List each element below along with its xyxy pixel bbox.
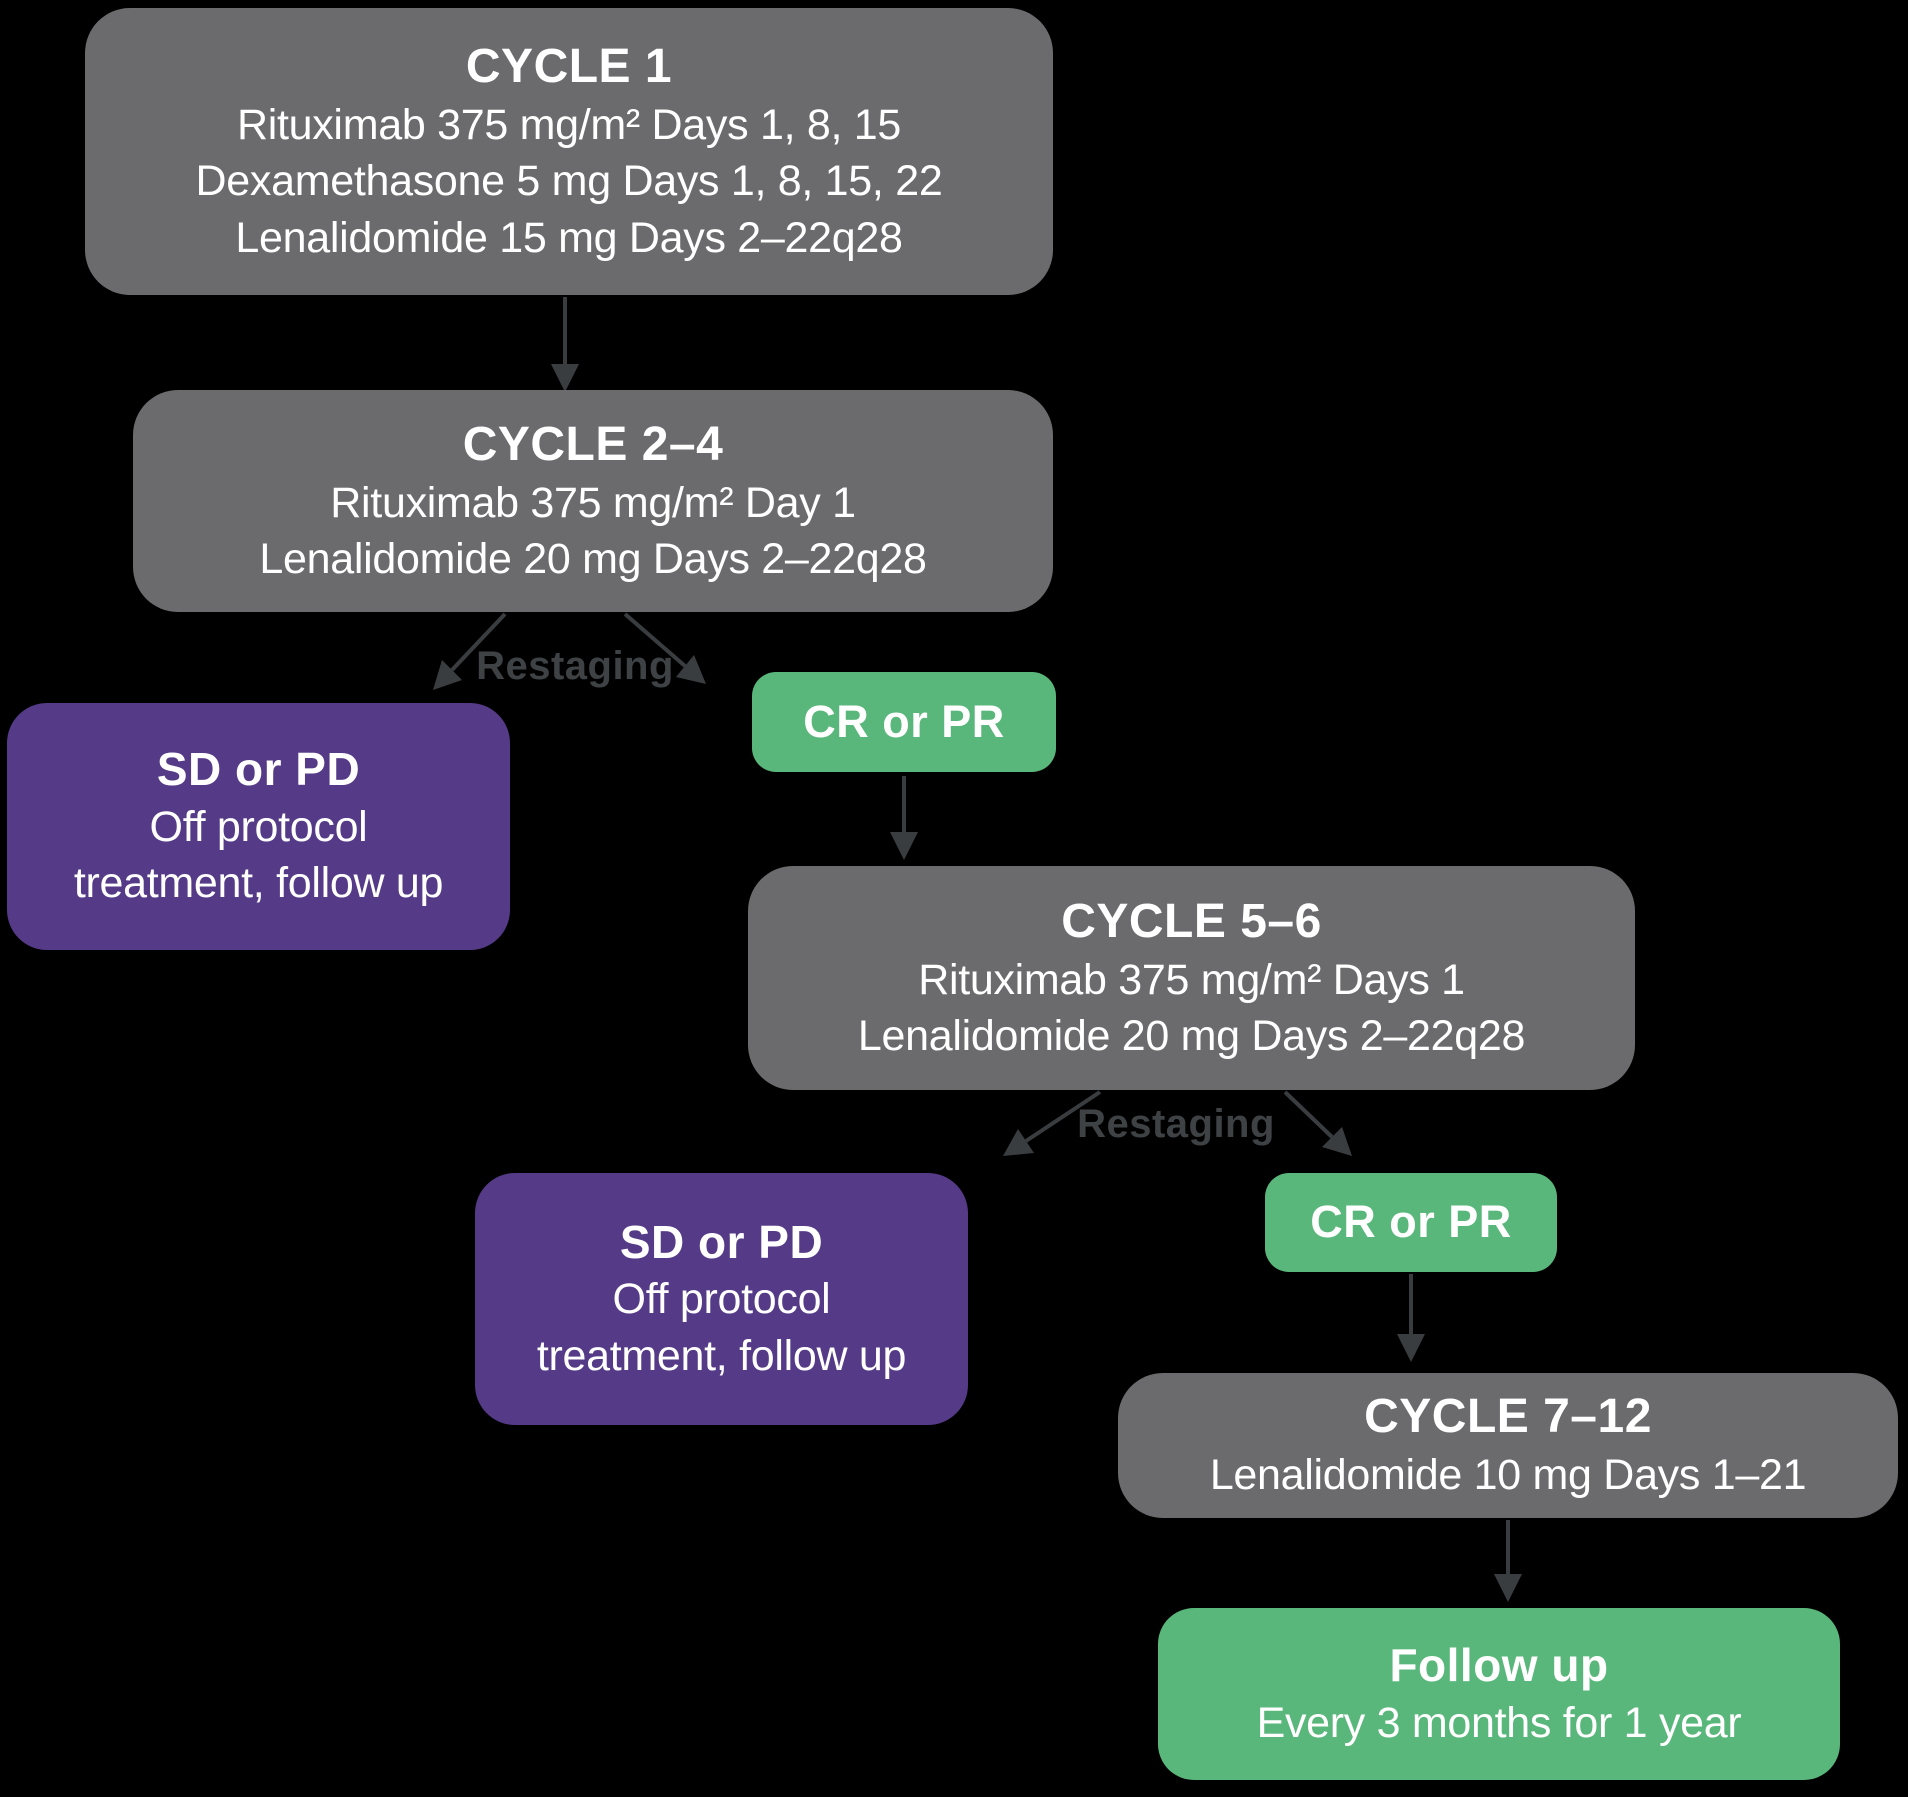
node-sd-pd-2-line: treatment, follow up xyxy=(536,1331,907,1380)
node-sd-pd-1-line: Off protocol xyxy=(149,802,368,851)
node-cr-pr-2: CR or PR xyxy=(1265,1173,1557,1272)
node-sd-pd-2-title: SD or PD xyxy=(619,1215,824,1268)
node-cycle5-6-line: Lenalidomide 20 mg Days 2–22q28 xyxy=(857,1012,1526,1060)
node-cycle5-6: CYCLE 5–6 Rituximab 375 mg/m² Days 1 Len… xyxy=(748,866,1635,1090)
restaging-label-2: Restaging xyxy=(1077,1102,1275,1146)
node-cycle5-6-line: Rituximab 375 mg/m² Days 1 xyxy=(918,955,1465,1004)
arrow-cycle7-12-to-follow-up xyxy=(1494,1520,1522,1602)
node-cr-pr-1: CR or PR xyxy=(752,672,1056,772)
node-follow-up: Follow up Every 3 months for 1 year xyxy=(1158,1608,1840,1780)
node-cycle2-4: CYCLE 2–4 Rituximab 375 mg/m² Day 1 Lena… xyxy=(133,390,1053,612)
arrow-cycle1-to-cycle2-4 xyxy=(551,297,579,392)
node-cycle2-4-line: Lenalidomide 20 mg Days 2–22q28 xyxy=(259,535,927,583)
node-cycle7-12: CYCLE 7–12 Lenalidomide 10 mg Days 1–21 xyxy=(1118,1373,1898,1518)
node-cr-pr-1-title: CR or PR xyxy=(803,695,1005,747)
node-sd-pd-1-line: treatment, follow up xyxy=(73,859,444,908)
node-cycle1-line: Dexamethasone 5 mg Days 1, 8, 15, 22 xyxy=(195,157,943,206)
node-cycle2-4-line: Rituximab 375 mg/m² Day 1 xyxy=(330,478,856,527)
node-cycle5-6-title: CYCLE 5–6 xyxy=(1061,894,1322,948)
node-sd-pd-2-line: Off protocol xyxy=(612,1275,831,1324)
node-cycle1-title: CYCLE 1 xyxy=(465,40,673,93)
node-cycle2-4-title: CYCLE 2–4 xyxy=(462,417,724,471)
node-sd-pd-1-title: SD or PD xyxy=(156,743,361,796)
arrow-cr-pr-to-cycle7-12 xyxy=(1397,1274,1425,1362)
node-sd-pd-1: SD or PD Off protocol treatment, follow … xyxy=(7,703,510,950)
node-cycle1-line: Lenalidomide 15 mg Days 2–22q28 xyxy=(235,213,903,262)
node-sd-pd-2: SD or PD Off protocol treatment, follow … xyxy=(475,1173,968,1425)
arrow-cr-pr-to-cycle5-6 xyxy=(890,776,918,860)
node-cycle1: CYCLE 1 Rituximab 375 mg/m² Days 1, 8, 1… xyxy=(85,8,1053,295)
node-cycle1-line: Rituximab 375 mg/m² Days 1, 8, 15 xyxy=(236,101,902,149)
node-follow-up-title: Follow up xyxy=(1389,1639,1609,1692)
node-follow-up-line: Every 3 months for 1 year xyxy=(1256,1698,1742,1747)
restaging-label-1: Restaging xyxy=(476,644,674,688)
node-cr-pr-2-title: CR or PR xyxy=(1310,1196,1512,1248)
node-cycle7-12-line: Lenalidomide 10 mg Days 1–21 xyxy=(1209,1451,1807,1500)
node-cycle7-12-title: CYCLE 7–12 xyxy=(1364,1390,1652,1444)
